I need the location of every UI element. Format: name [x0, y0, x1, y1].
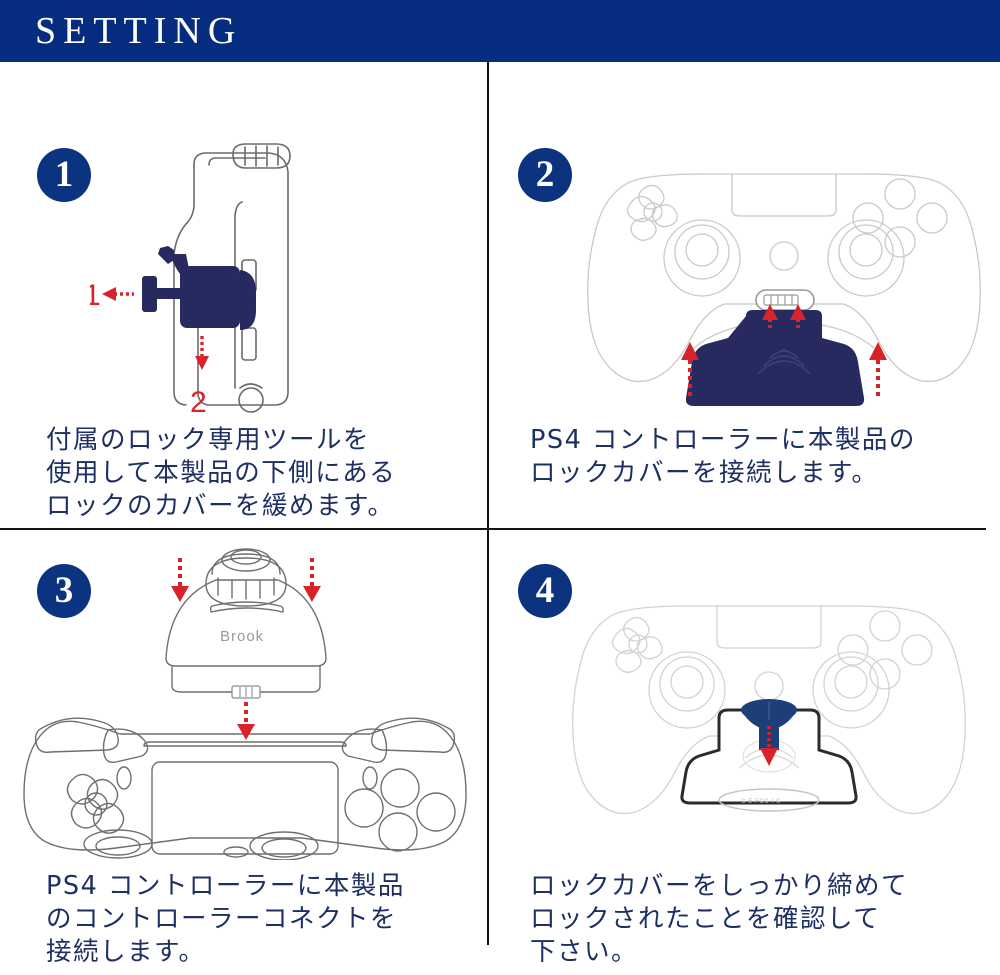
step-panel-2: 2 [489, 62, 1000, 528]
illustration-ps4-controller-tighten-lock-screw: C E FCC I C [569, 590, 969, 865]
illustration-device-side-view-with-lock-tool: 1 2 [90, 142, 390, 422]
step-caption-3: PS4 コントローラーに本製品 のコントローラーコネクトを 接続します。 [46, 871, 405, 967]
annotation-arrows-up [681, 304, 887, 396]
illustration-ps4-controller-top-with-brook-adapter: Brook [20, 540, 470, 860]
page-title: SETTING [35, 10, 243, 52]
illustration-ps4-controller-front-with-lock-cover [584, 152, 984, 422]
annotation-arrow-down [760, 726, 778, 766]
annotation-arrowhead-1 [102, 287, 116, 301]
step-panel-4: 4 [489, 530, 1000, 975]
connector-port [755, 289, 815, 311]
adapter-connector [231, 685, 261, 699]
grid-divider-horizontal [0, 528, 986, 530]
certification-mark-label: C E FCC I C [741, 799, 781, 805]
lock-cover-part [142, 246, 256, 330]
step-caption-1: 付属のロック専用ツールを 使用して本製品の下側にある ロックのカバーを緩めます。 [46, 425, 397, 521]
step-caption-4: ロックカバーをしっかり締めて ロックされたことを確認して 下さい。 [530, 871, 909, 967]
grid-divider-vertical [487, 62, 489, 945]
brand-label-brook: Brook [220, 628, 264, 645]
step-badge-4: 4 [518, 564, 572, 618]
annotation-label-2: 2 [190, 386, 207, 419]
step-panel-1: 1 [0, 62, 487, 528]
step-badge-2: 2 [518, 148, 572, 202]
annotation-arrows-down [171, 558, 321, 740]
step-panel-3: 3 [0, 530, 487, 975]
step-badge-3: 3 [37, 564, 91, 618]
annotation-label-1: 1 [90, 279, 101, 312]
step-caption-2: PS4 コントローラーに本製品の ロックカバーを接続します。 [530, 425, 916, 488]
page-header: SETTING [0, 0, 1000, 62]
lock-cover-part [685, 310, 865, 406]
annotation-arrowhead-2 [195, 356, 209, 370]
step-badge-1: 1 [37, 148, 91, 202]
